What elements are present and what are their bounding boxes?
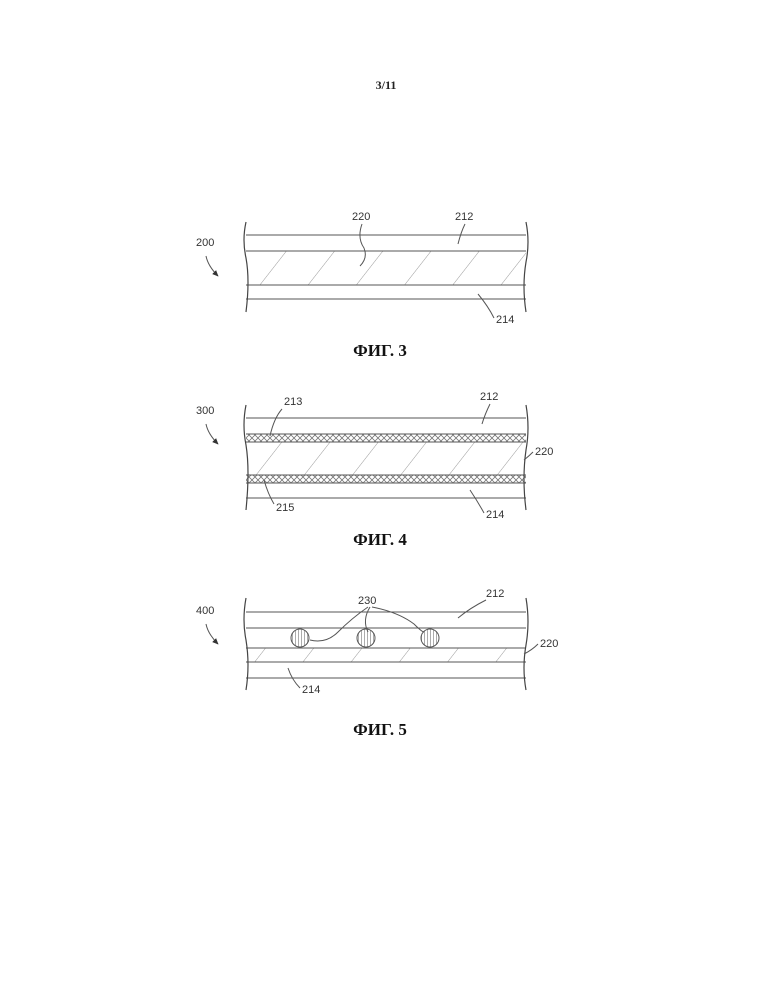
interlayer-213	[246, 434, 526, 442]
figure-4: 300 213 212 220 215 214 ФИГ. 4	[196, 391, 553, 549]
ref-label-212: 212	[480, 391, 498, 403]
leader-214	[470, 490, 484, 513]
leader-213	[270, 409, 282, 436]
figure-caption: ФИГ. 3	[353, 341, 407, 360]
ref-label-230: 230	[358, 595, 376, 607]
assembly-ref-arrow	[206, 256, 218, 276]
ref-label-214: 214	[496, 314, 514, 326]
ref-label-220: 220	[535, 446, 553, 458]
assembly-ref-label: 300	[196, 405, 214, 417]
ref-label-220: 220	[352, 211, 370, 223]
ref-label-213: 213	[284, 396, 302, 408]
figure-caption: ФИГ. 4	[353, 530, 407, 549]
leader-215	[264, 480, 274, 504]
middle-layer-220	[246, 442, 526, 475]
figure-5: 230 400 212 220 214 ФИГ. 5	[196, 588, 558, 739]
particle-230	[357, 629, 375, 647]
leader-212	[458, 600, 486, 618]
leader-212	[458, 224, 465, 244]
ref-label-212: 212	[455, 211, 473, 223]
interlayer-215	[246, 475, 526, 483]
middle-layer-220	[246, 251, 526, 285]
leader-214	[478, 294, 494, 318]
assembly-ref-arrow	[206, 424, 218, 444]
figure-caption: ФИГ. 5	[353, 720, 407, 739]
ref-label-220: 220	[540, 638, 558, 650]
middle-layer-220	[246, 648, 526, 662]
ref-label-214: 214	[302, 684, 320, 696]
ref-label-212: 212	[486, 588, 504, 600]
assembly-ref-label: 400	[196, 605, 214, 617]
ref-label-215: 215	[276, 502, 294, 514]
leader-212	[482, 404, 490, 424]
assembly-ref-label: 200	[196, 237, 214, 249]
figure-3: 200 220 212 214 ФИГ. 3	[196, 211, 528, 360]
assembly-ref-arrow	[206, 624, 218, 644]
particle-230	[291, 629, 309, 647]
ref-label-214: 214	[486, 509, 504, 521]
